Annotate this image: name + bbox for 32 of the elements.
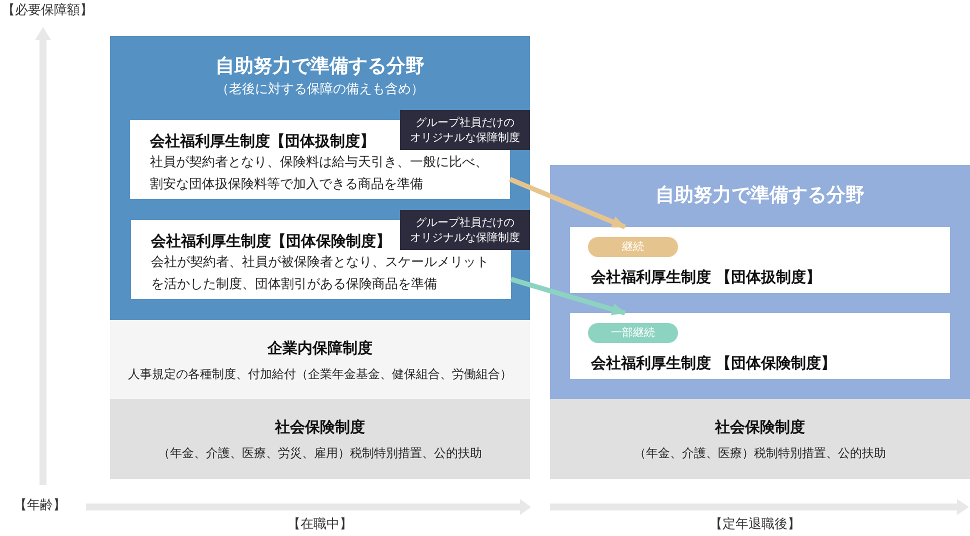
section-panel	[110, 36, 530, 320]
info-card	[570, 227, 950, 293]
band-description: 人事規定の各種制度、付加給付（企業年金基金、健保組合、労働組合）	[128, 366, 512, 383]
panel-title: 自助努力で準備する分野	[216, 54, 424, 79]
category-band	[110, 320, 530, 399]
band-title: 企業内保障制度	[268, 338, 372, 359]
status-pill: 継続	[588, 237, 678, 257]
band-title: 社会保険制度	[275, 417, 365, 438]
panel-subtitle: （老後に対する保障の備えも含め）	[216, 81, 424, 99]
card-description: 会社が契約者、社員が被保険者となり、スケールメリットを活かした制度、団体割引がある保険商品を準備	[151, 254, 490, 294]
card-title: 会社福利厚生制度 【団体扱制度】	[591, 267, 822, 288]
axis-label: 【年齢】	[14, 497, 66, 515]
status-pill: 一部継続	[588, 323, 678, 343]
card-title: 会社福利厚生制度【団体扱制度】	[150, 131, 375, 152]
arrow	[509, 176, 626, 230]
note-tooltip: グループ社員だけのオリジナルな保障制度	[400, 110, 530, 150]
band-description: （年金、介護、医療、労災、雇用）税制特別措置、公的扶助	[158, 445, 482, 462]
card-title: 会社福利厚生制度【団体保険制度】	[151, 231, 391, 252]
band-title: 社会保険制度	[715, 417, 805, 438]
card-title: 会社福利厚生制度 【団体保険制度】	[591, 353, 836, 374]
axis-label: 【在職中】	[288, 516, 352, 534]
note-tooltip: グループ社員だけのオリジナルな保障制度	[400, 210, 530, 250]
axis-label: 【必要保障額】	[2, 2, 93, 20]
category-band	[110, 399, 530, 479]
category-band	[550, 399, 970, 479]
section-panel	[550, 165, 970, 399]
band-description: （年金、介護、医療）税制特別措置、公的扶助	[634, 445, 886, 462]
panel-title: 自助努力で準備する分野	[656, 183, 864, 208]
axis-label: 【定年退職後】	[710, 516, 800, 534]
info-card	[570, 313, 950, 379]
card-description: 社員が契約者となり、保険料は給与天引き、一般に比べ、割安な団体扱保険料等で加入できる商品を準備	[150, 154, 489, 194]
arrow	[510, 276, 626, 316]
